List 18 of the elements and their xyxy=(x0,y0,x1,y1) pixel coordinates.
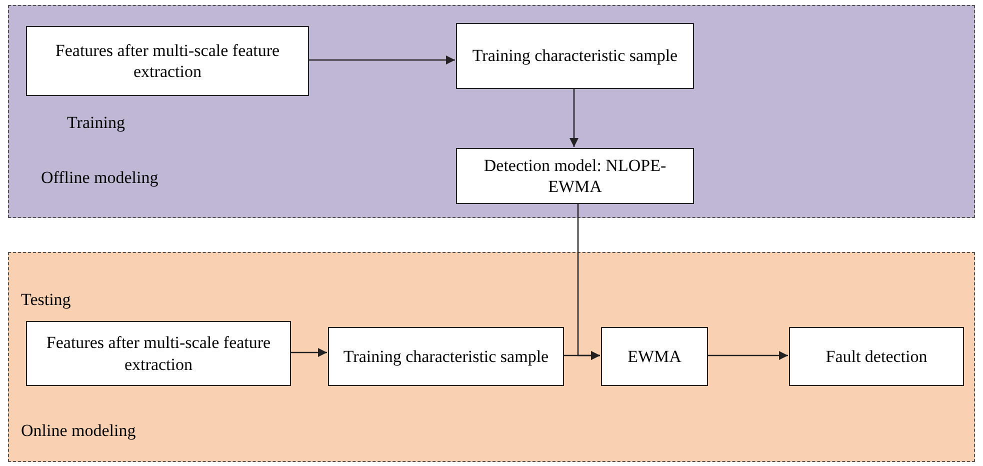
group-label: Training xyxy=(67,113,125,133)
group-panel xyxy=(8,252,975,462)
group-label: Testing xyxy=(21,290,71,310)
process-box: Fault detection xyxy=(789,327,964,386)
arrow xyxy=(570,88,578,147)
process-box: EWMA xyxy=(601,327,708,386)
group-label: Offline modeling xyxy=(41,168,158,188)
process-box: Detection model: NLOPE-EWMA xyxy=(456,148,694,204)
process-box: Training characteristic sample xyxy=(328,327,564,386)
arrow xyxy=(563,351,600,360)
process-box: Features after multi-scale feature extraction xyxy=(26,26,309,96)
process-box: Features after multi-scale feature extraction xyxy=(26,321,291,386)
arrow xyxy=(290,348,327,357)
group-panel xyxy=(8,5,975,218)
process-box: Training characteristic sample xyxy=(456,23,694,89)
arrow xyxy=(308,56,455,64)
group-label: Online modeling xyxy=(21,421,136,441)
arrow xyxy=(707,351,788,360)
